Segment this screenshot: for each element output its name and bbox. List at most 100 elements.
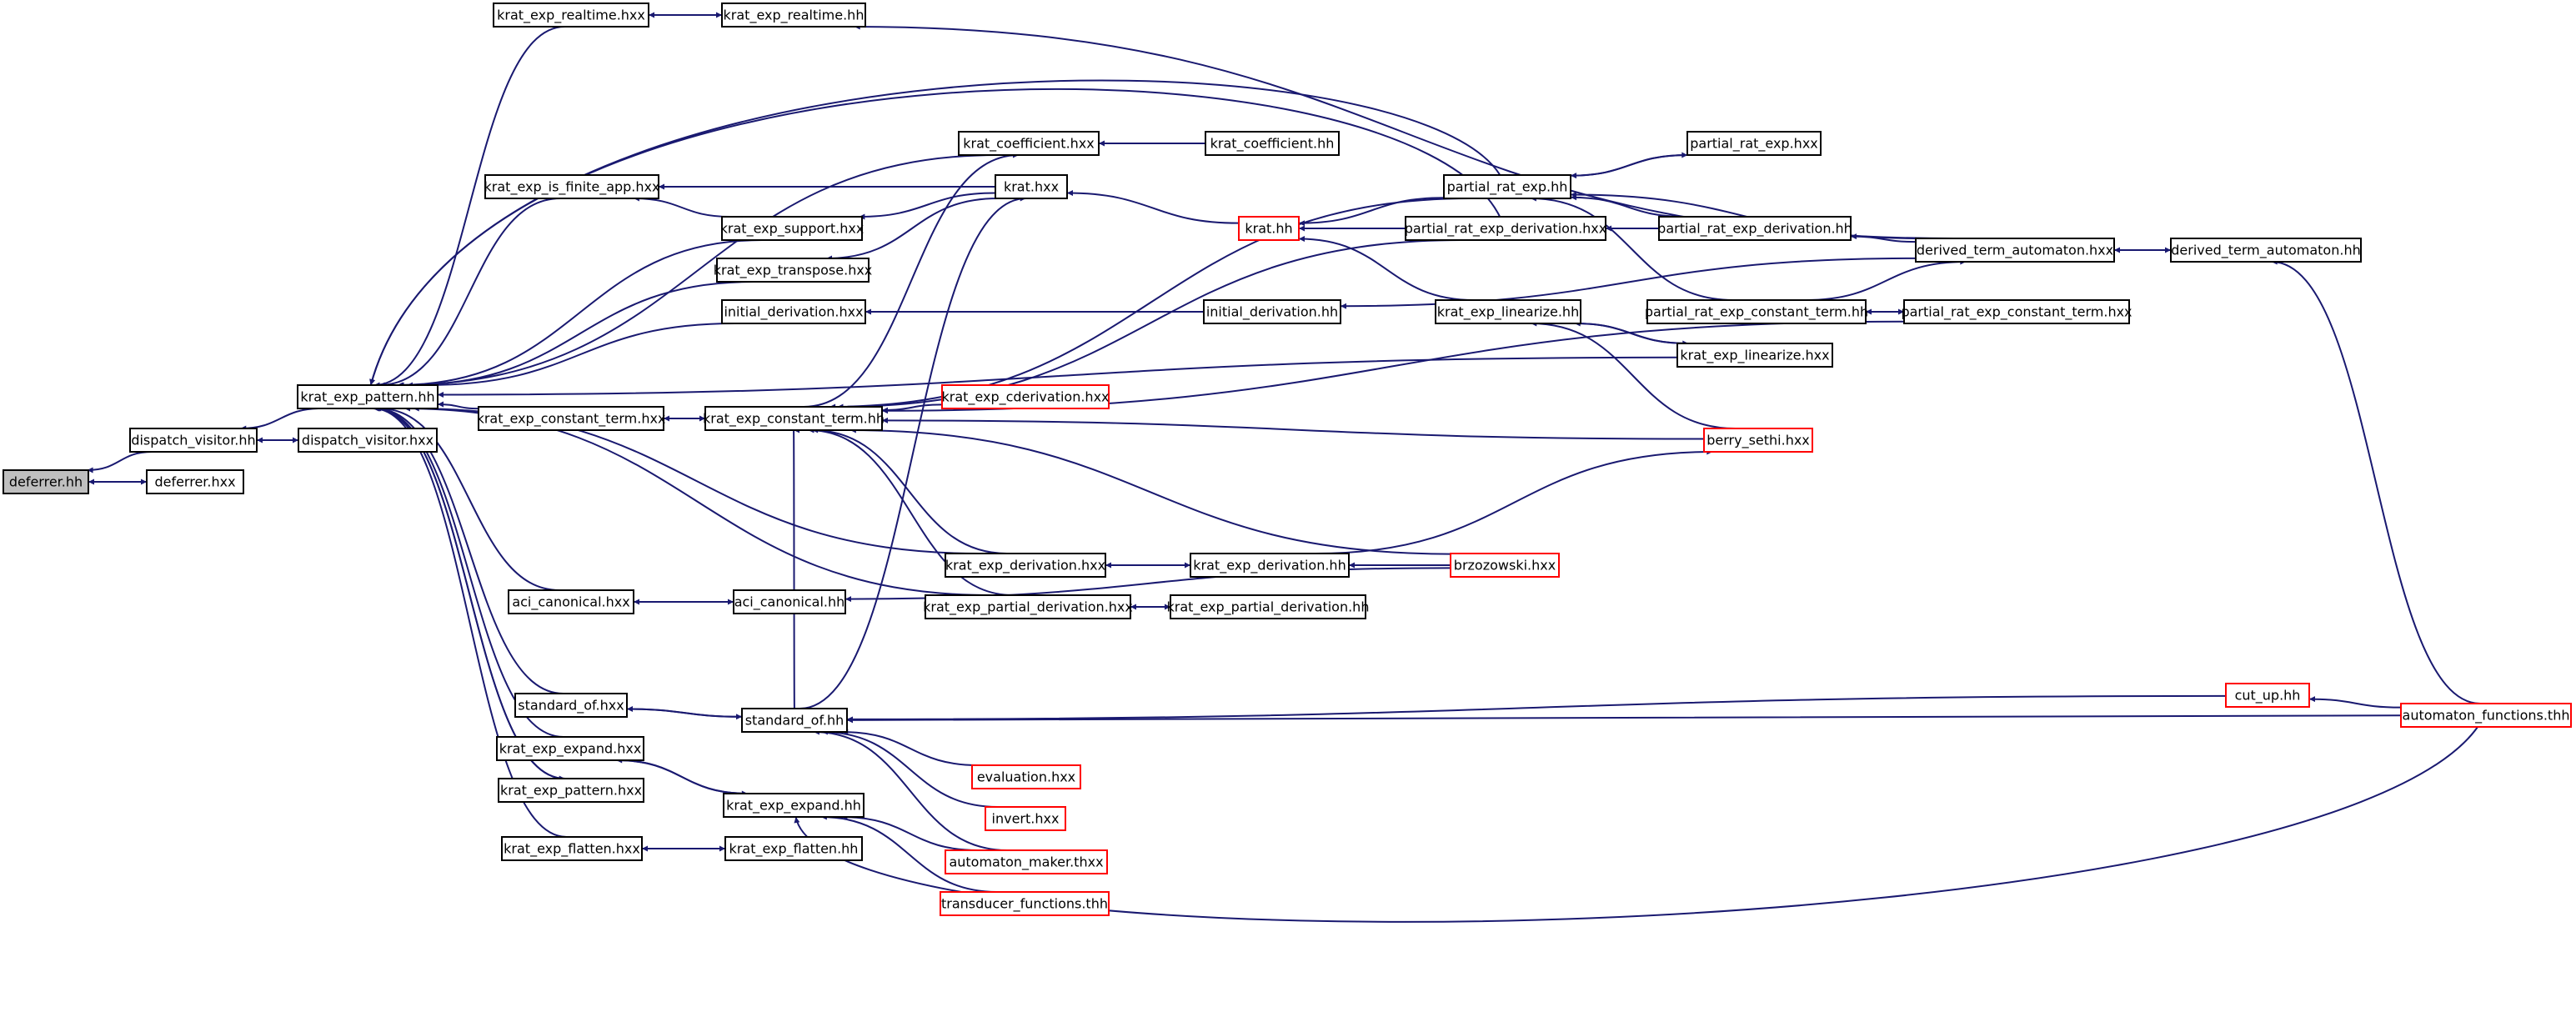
node-box — [741, 708, 848, 733]
edge-standard_of_hh-to-krat_hxx — [799, 195, 1026, 709]
node-label: krat_exp_expand.hh — [726, 798, 861, 814]
node-krat-hxx[interactable]: krat.hxx — [995, 174, 1068, 199]
node-krat-exp-derivation-hxx[interactable]: krat_exp_derivation.hxx — [945, 553, 1106, 578]
node-automaton-maker-thxx[interactable]: automaton_maker.thxx — [945, 849, 1108, 874]
node-label: automaton_maker.thxx — [949, 854, 1103, 871]
node-dispatch-visitor-hxx[interactable]: dispatch_visitor.hxx — [298, 428, 438, 453]
node-partial-rat-exp-derivation-hxx[interactable]: partial_rat_exp_derivation.hxx — [1405, 216, 1606, 241]
edge-evaluation_hxx-to-standard_of_hh — [842, 729, 979, 766]
node-krat-exp-flatten-hxx[interactable]: krat_exp_flatten.hxx — [501, 836, 643, 861]
node-label: partial_rat_exp_derivation.hh — [1657, 221, 1852, 238]
node-box — [484, 174, 659, 199]
node-box — [146, 469, 244, 494]
node-transducer-functions-thh[interactable]: transducer_functions.thh — [940, 891, 1110, 916]
edge-krat_exp_expand_hxx-to-krat_exp_pattern_hh — [374, 405, 564, 738]
node-invert-hxx[interactable]: invert.hxx — [985, 806, 1066, 831]
node-krat-coefficient-hh[interactable]: krat_coefficient.hh — [1205, 131, 1340, 156]
edge-krat_exp_support_hxx-to-krat_exp_is_finite_app_hxx — [633, 195, 731, 218]
node-box — [716, 258, 870, 283]
node-derived-term-automaton-hxx[interactable]: derived_term_automaton.hxx — [1915, 238, 2115, 263]
node-krat-exp-expand-hxx[interactable]: krat_exp_expand.hxx — [496, 736, 644, 761]
node-box — [297, 384, 439, 409]
node-partial-rat-exp-hxx[interactable]: partial_rat_exp.hxx — [1686, 131, 1822, 156]
node-krat-exp-linearize-hxx[interactable]: krat_exp_linearize.hxx — [1676, 343, 1833, 368]
node-label: transducer_functions.thh — [941, 896, 1108, 913]
node-label: partial_rat_exp_constant_term.hh — [1645, 304, 1868, 321]
node-initial-derivation-hh[interactable]: initial_derivation.hh — [1203, 299, 1341, 324]
node-label: deferrer.hxx — [154, 474, 235, 490]
node-krat-exp-is-finite-app-hxx[interactable]: krat_exp_is_finite_app.hxx — [484, 174, 660, 199]
node-krat-exp-pattern-hh[interactable]: krat_exp_pattern.hh — [297, 384, 439, 409]
node-krat-exp-linearize-hh[interactable]: krat_exp_linearize.hh — [1435, 299, 1581, 324]
edge-transducer_functions_thh-to-krat_exp_expand_hh — [820, 814, 998, 893]
node-label: krat_exp_constant_term.hh — [703, 411, 885, 428]
node-box — [1686, 131, 1822, 156]
node-krat-exp-cderivation-hxx[interactable]: krat_exp_cderivation.hxx — [941, 384, 1110, 409]
node-box — [2400, 703, 2572, 728]
node-krat-exp-expand-hh[interactable]: krat_exp_expand.hh — [723, 793, 865, 818]
node-label: krat_exp_partial_derivation.hh — [1167, 599, 1370, 616]
node-deferrer-hxx[interactable]: deferrer.hxx — [146, 469, 244, 494]
node-box — [1238, 216, 1300, 241]
node-krat-exp-pattern-hxx[interactable]: krat_exp_pattern.hxx — [498, 778, 644, 803]
node-label: automaton_functions.thh — [2403, 708, 2570, 724]
node-krat-coefficient-hxx[interactable]: krat_coefficient.hxx — [958, 131, 1100, 156]
node-dispatch-visitor-hh[interactable]: dispatch_visitor.hh — [129, 428, 258, 453]
node-krat-exp-transpose-hxx[interactable]: krat_exp_transpose.hxx — [714, 258, 873, 283]
node-label: aci_canonical.hh — [734, 594, 845, 611]
edge-krat_exp_linearize_hh-to-krat_exp_linearize_hxx — [1574, 323, 1689, 347]
node-derived-term-automaton-hh[interactable]: derived_term_automaton.hh — [2170, 238, 2362, 263]
node-partial-rat-exp-derivation-hh[interactable]: partial_rat_exp_derivation.hh — [1657, 216, 1852, 241]
node-deferrer-hh[interactable]: deferrer.hh — [3, 469, 89, 494]
node-initial-derivation-hxx[interactable]: initial_derivation.hxx — [721, 299, 866, 324]
node-brzozowski-hxx[interactable]: brzozowski.hxx — [1450, 553, 1560, 578]
edge-derived_term_automaton_hxx-to-partial_rat_exp_derivation_hh — [1850, 233, 1917, 243]
node-box — [496, 736, 644, 761]
node-krat-exp-support-hxx[interactable]: krat_exp_support.hxx — [720, 216, 865, 241]
node-label: krat_exp_expand.hxx — [499, 741, 642, 758]
node-krat-exp-realtime-hxx[interactable]: krat_exp_realtime.hxx — [493, 3, 649, 28]
node-krat-exp-partial-derivation-hh[interactable]: krat_exp_partial_derivation.hh — [1167, 594, 1370, 619]
node-krat-exp-realtime-hh[interactable]: krat_exp_realtime.hh — [721, 3, 866, 28]
node-krat-exp-constant-term-hh[interactable]: krat_exp_constant_term.hh — [703, 406, 885, 431]
edge-krat_exp_constant_term_hxx-to-krat_exp_pattern_hh — [437, 401, 479, 410]
node-partial-rat-exp-constant-term-hh[interactable]: partial_rat_exp_constant_term.hh — [1645, 299, 1868, 324]
node-label: krat_exp_pattern.hh — [300, 389, 434, 406]
edge-krat_exp_realtime_hxx-to-krat_exp_pattern_hh — [373, 26, 565, 388]
node-box — [1190, 553, 1350, 578]
edge-initial_derivation_hxx-to-krat_exp_pattern_hh — [426, 323, 735, 388]
edge-partial_rat_exp_hh-to-partial_rat_exp_hxx — [1570, 152, 1688, 177]
edge-berry_sethi_hxx-to-krat_exp_constant_term_hh — [881, 417, 1705, 440]
node-label: partial_rat_exp_derivation.hxx — [1405, 221, 1606, 238]
node-box — [1205, 131, 1340, 156]
node-krat-exp-derivation-hh[interactable]: krat_exp_derivation.hh — [1190, 553, 1350, 578]
node-cut-up-hh[interactable]: cut_up.hh — [2225, 683, 2310, 708]
node-box — [498, 778, 644, 803]
edge-standard_of_hxx-to-krat_exp_pattern_hh — [375, 405, 564, 694]
node-box — [940, 891, 1110, 916]
node-aci-canonical-hxx[interactable]: aci_canonical.hxx — [508, 589, 634, 614]
node-partial-rat-exp-constant-term-hxx[interactable]: partial_rat_exp_constant_term.hxx — [1901, 299, 2132, 324]
node-label: krat_exp_derivation.hh — [1193, 558, 1346, 574]
node-krat-exp-partial-derivation-hxx[interactable]: krat_exp_partial_derivation.hxx — [923, 594, 1133, 619]
node-label: invert.hxx — [992, 811, 1060, 827]
edge-partial_rat_exp_derivation_hxx-to-krat_exp_constant_term_hh — [837, 239, 1462, 410]
node-krat-hh[interactable]: krat.hh — [1238, 216, 1300, 241]
node-label: berry_sethi.hxx — [1706, 433, 1810, 449]
node-aci-canonical-hh[interactable]: aci_canonical.hh — [733, 589, 846, 614]
node-standard-of-hh[interactable]: standard_of.hh — [741, 708, 848, 733]
node-box — [2170, 238, 2362, 263]
node-krat-exp-constant-term-hxx[interactable]: krat_exp_constant_term.hxx — [477, 406, 666, 431]
node-partial-rat-exp-hh[interactable]: partial_rat_exp.hh — [1443, 174, 1571, 199]
node-evaluation-hxx[interactable]: evaluation.hxx — [971, 764, 1081, 789]
node-automaton-functions-thh[interactable]: automaton_functions.thh — [2400, 703, 2572, 728]
node-standard-of-hxx[interactable]: standard_of.hxx — [514, 693, 628, 718]
node-krat-exp-flatten-hh[interactable]: krat_exp_flatten.hh — [724, 836, 863, 861]
edge-krat_hxx-to-krat_exp_support_hxx — [859, 192, 996, 220]
edge-automaton_functions_thh-to-standard_of_hh — [846, 714, 2402, 724]
edge-standard_of_hxx-to-standard_of_hh — [626, 708, 743, 720]
node-box — [985, 806, 1066, 831]
node-label: deferrer.hh — [9, 474, 83, 490]
node-berry-sethi-hxx[interactable]: berry_sethi.hxx — [1703, 428, 1813, 453]
